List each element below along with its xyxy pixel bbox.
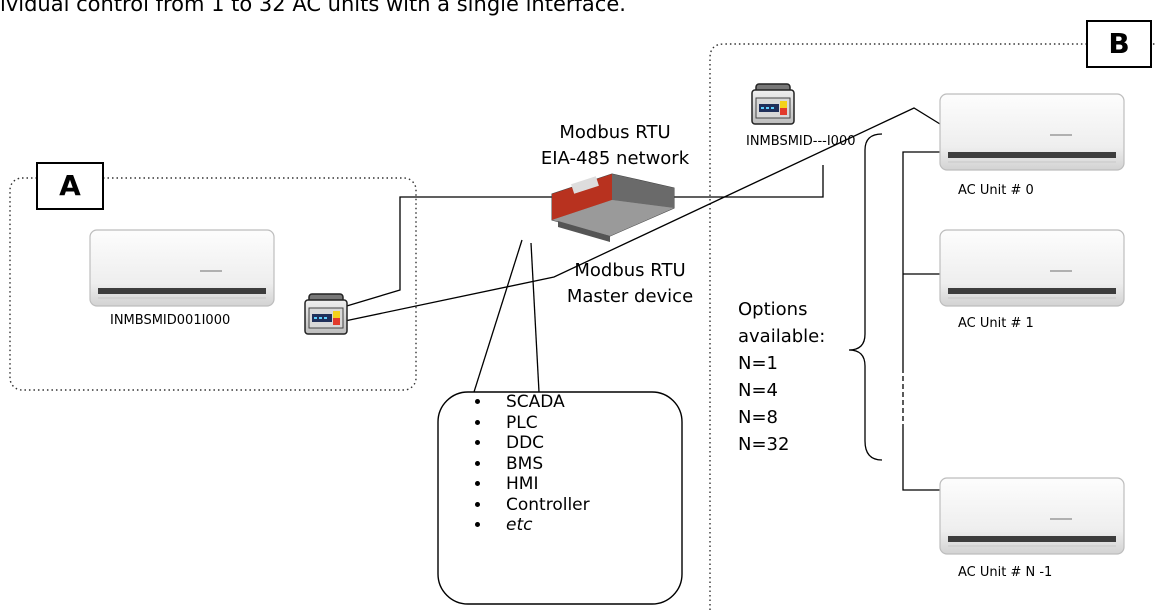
network-label: Modbus RTU EIA-485 network (520, 120, 710, 172)
option-value: N=8 (738, 407, 778, 428)
option-value: N=4 (738, 380, 778, 401)
master-label-line-2: Master device (566, 286, 694, 307)
systems-list-item: etc (492, 515, 590, 536)
ac-bus-line (902, 151, 940, 491)
master-label-line-1: Modbus RTU (574, 260, 686, 281)
option-value: N=1 (738, 353, 778, 374)
network-label-line-1: Modbus RTU (559, 122, 671, 143)
callout-pointer (473, 239, 540, 393)
ac-unit-0 (939, 93, 1125, 171)
device-label-a: INMBSMID001I000 (110, 313, 231, 328)
ac-unit-group-a (89, 229, 275, 307)
group-b-box (709, 43, 1156, 610)
systems-list-item: DDC (492, 433, 590, 454)
ac-unit-0-label: AC Unit # 0 (958, 183, 1034, 198)
option-value: N=32 (738, 434, 790, 455)
systems-list-item: SCADA (492, 392, 590, 413)
group-b-label: B (1086, 20, 1152, 68)
systems-list-item: PLC (492, 413, 590, 434)
systems-callout-box (437, 391, 683, 605)
systems-list-item: BMS (492, 454, 590, 475)
options-title-line-2: available: (738, 326, 826, 347)
options-text: Options available: N=1 N=4 N=8 N=32 (738, 296, 825, 458)
network-wiring (339, 107, 941, 323)
ac-unit-n-minus-1-label: AC Unit # N -1 (958, 565, 1053, 580)
systems-list: SCADA PLC DDC BMS HMI Controller etc (466, 392, 590, 536)
group-a-label: A (36, 162, 104, 210)
ac-units-bracket (848, 133, 883, 461)
systems-list-item: HMI (492, 474, 590, 495)
network-label-line-2: EIA-485 network (540, 148, 690, 169)
intro-text-fragment: ividual control from 1 to 32 AC units wi… (0, 0, 626, 16)
ac-unit-1 (939, 229, 1125, 307)
gateway-device-a (304, 293, 348, 335)
systems-list-item: Controller (492, 495, 590, 516)
master-label: Modbus RTU Master device (550, 258, 710, 310)
options-title-line-1: Options (738, 299, 808, 320)
device-label-b: INMBSMID---I000 (746, 134, 856, 149)
gateway-device-b (751, 83, 795, 125)
ac-unit-1-label: AC Unit # 1 (958, 316, 1034, 331)
modbus-master-device (551, 173, 675, 242)
ac-unit-n-minus-1 (939, 477, 1125, 555)
